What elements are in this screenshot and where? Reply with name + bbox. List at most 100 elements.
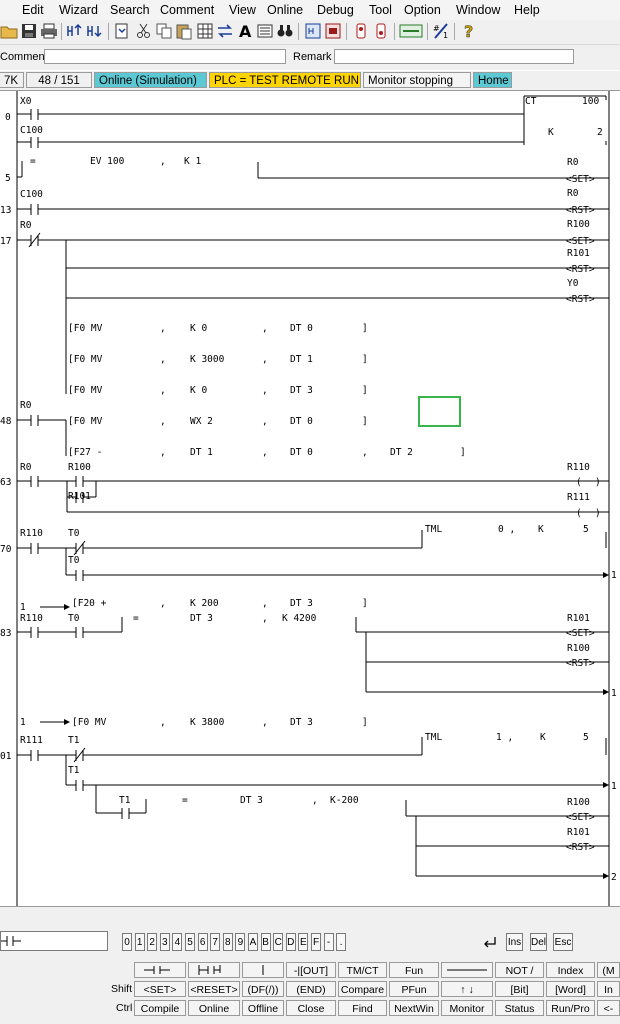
fkey-tmct[interactable]: TM/CT bbox=[338, 962, 387, 978]
menu-help[interactable]: Help bbox=[514, 3, 540, 17]
fkey-find[interactable]: Find bbox=[338, 1000, 387, 1016]
keypad-key[interactable]: 6 bbox=[197, 933, 208, 951]
fraction-icon[interactable]: #1 bbox=[432, 22, 450, 40]
keypad-key[interactable]: 7 bbox=[210, 933, 221, 951]
fkey-back[interactable]: <- bbox=[597, 1000, 620, 1016]
ladder-down-icon[interactable] bbox=[86, 22, 104, 40]
menu-search[interactable]: Search bbox=[110, 3, 150, 17]
text-a-icon[interactable]: A bbox=[236, 22, 254, 40]
separator: , bbox=[160, 717, 166, 728]
menu-tool[interactable]: Tool bbox=[369, 3, 392, 17]
fkey-in[interactable]: In bbox=[597, 981, 620, 997]
monitor-window-icon[interactable] bbox=[304, 22, 322, 40]
keypad-key[interactable]: E bbox=[298, 933, 309, 951]
operand: K 3000 bbox=[190, 354, 225, 365]
fkey-set[interactable]: <SET> bbox=[134, 981, 186, 997]
help-question-icon[interactable]: ? bbox=[460, 22, 478, 40]
fkey-horizontal[interactable] bbox=[441, 962, 493, 978]
fkey-out[interactable]: -|[OUT] bbox=[286, 962, 336, 978]
keypad-key[interactable]: 8 bbox=[222, 933, 233, 951]
menu-wizard[interactable]: Wizard bbox=[59, 3, 98, 17]
contact-label: T1 bbox=[68, 735, 80, 746]
coil-label: R0 bbox=[567, 157, 579, 168]
fkey-close[interactable]: Close bbox=[286, 1000, 336, 1016]
fkey-online[interactable]: Online bbox=[188, 1000, 240, 1016]
ins-key[interactable]: Ins bbox=[506, 933, 523, 951]
keypad-key[interactable]: 2 bbox=[147, 933, 158, 951]
menu-view[interactable]: View bbox=[229, 3, 256, 17]
rung-number: 01 bbox=[0, 751, 12, 762]
keypad-key[interactable]: 3 bbox=[159, 933, 170, 951]
comment-input[interactable] bbox=[44, 49, 286, 64]
fkey-runpro[interactable]: Run/Pro bbox=[546, 1000, 595, 1016]
keypad-key[interactable]: . bbox=[336, 933, 347, 951]
menu-window[interactable]: Window bbox=[456, 3, 501, 17]
fkey-pfun[interactable]: PFun bbox=[389, 981, 439, 997]
keypad-key[interactable]: D bbox=[285, 933, 296, 951]
fkey-nextwin[interactable]: NextWin bbox=[389, 1000, 439, 1016]
home-status[interactable]: Home bbox=[473, 72, 512, 88]
keypad-key[interactable]: A bbox=[248, 933, 258, 951]
plc-stop-icon[interactable] bbox=[372, 22, 390, 40]
fkey-df[interactable]: (DF(/)) bbox=[242, 981, 284, 997]
keypad-key[interactable]: - bbox=[323, 933, 334, 951]
or-contact-icon bbox=[198, 965, 221, 975]
menu-comment[interactable]: Comment bbox=[160, 3, 215, 17]
fkey-end[interactable]: (END) bbox=[286, 981, 336, 997]
document-icon[interactable] bbox=[113, 22, 131, 40]
keypad-key[interactable]: 4 bbox=[172, 933, 183, 951]
menu-debug[interactable]: Debug bbox=[317, 3, 354, 17]
fkey-fun[interactable]: Fun bbox=[389, 962, 439, 978]
function-instruction: [F0 MV bbox=[68, 323, 103, 334]
fkey-not[interactable]: NOT / bbox=[495, 962, 544, 978]
fkey-reset[interactable]: <RESET> bbox=[188, 981, 240, 997]
del-key[interactable]: Del bbox=[530, 933, 547, 951]
open-folder-icon[interactable] bbox=[0, 22, 18, 40]
fkey-status[interactable]: Status bbox=[495, 1000, 544, 1016]
keypad-key[interactable]: 9 bbox=[235, 933, 246, 951]
register-icon[interactable] bbox=[324, 22, 342, 40]
keypad-key[interactable]: F bbox=[311, 933, 321, 951]
remark-input[interactable] bbox=[334, 49, 574, 64]
contact-label: X0 bbox=[20, 96, 32, 107]
fkey-bit[interactable]: [Bit] bbox=[495, 981, 544, 997]
menu-option[interactable]: Option bbox=[404, 3, 441, 17]
esc-key[interactable]: Esc bbox=[553, 933, 573, 951]
print-icon[interactable] bbox=[40, 22, 58, 40]
function-key-row-shift: Shift <SET> <RESET> (DF(/)) (END) Compar… bbox=[0, 981, 620, 998]
fkey-updown[interactable]: ↑ ↓ bbox=[441, 981, 493, 997]
operand: DT 3 bbox=[290, 385, 313, 396]
edit-cursor[interactable] bbox=[418, 396, 461, 427]
fkey-offline[interactable]: Offline bbox=[242, 1000, 284, 1016]
fkey-index[interactable]: Index bbox=[546, 962, 595, 978]
fkey-word[interactable]: [Word] bbox=[546, 981, 595, 997]
ladder-up-icon[interactable] bbox=[66, 22, 84, 40]
binoculars-icon[interactable] bbox=[276, 22, 294, 40]
menu-edit[interactable]: Edit bbox=[22, 3, 44, 17]
keypad-key[interactable]: B bbox=[260, 933, 271, 951]
move-icon[interactable] bbox=[216, 22, 234, 40]
fkey-compare[interactable]: Compare bbox=[338, 981, 387, 997]
instruction-input[interactable] bbox=[0, 931, 108, 951]
copy-icon[interactable] bbox=[155, 22, 173, 40]
run-mode-icon[interactable] bbox=[399, 22, 423, 40]
fkey-contact[interactable] bbox=[134, 962, 186, 978]
fkey-more[interactable]: (M bbox=[597, 962, 620, 978]
fkey-compile[interactable]: Compile bbox=[134, 1000, 186, 1016]
keypad-key[interactable]: C bbox=[273, 933, 284, 951]
keypad-key[interactable]: 5 bbox=[185, 933, 195, 951]
ladder-diagram[interactable]: 0 5 13 17 48 63 70 83 01 X0 C100 CT 100 … bbox=[0, 91, 620, 906]
list-icon[interactable] bbox=[256, 22, 274, 40]
grid-icon[interactable] bbox=[196, 22, 214, 40]
fkey-vertical[interactable] bbox=[242, 962, 284, 978]
cut-icon[interactable] bbox=[135, 22, 153, 40]
fkey-contact-or[interactable] bbox=[188, 962, 240, 978]
keypad-key[interactable]: 1 bbox=[134, 933, 145, 951]
fkey-monitor[interactable]: Monitor bbox=[441, 1000, 493, 1016]
keypad-key[interactable]: 0 bbox=[122, 933, 132, 951]
plc-run-icon[interactable] bbox=[352, 22, 370, 40]
save-icon[interactable] bbox=[20, 22, 38, 40]
menu-online[interactable]: Online bbox=[267, 3, 304, 17]
paste-icon[interactable] bbox=[175, 22, 193, 40]
enter-icon[interactable] bbox=[480, 934, 500, 951]
